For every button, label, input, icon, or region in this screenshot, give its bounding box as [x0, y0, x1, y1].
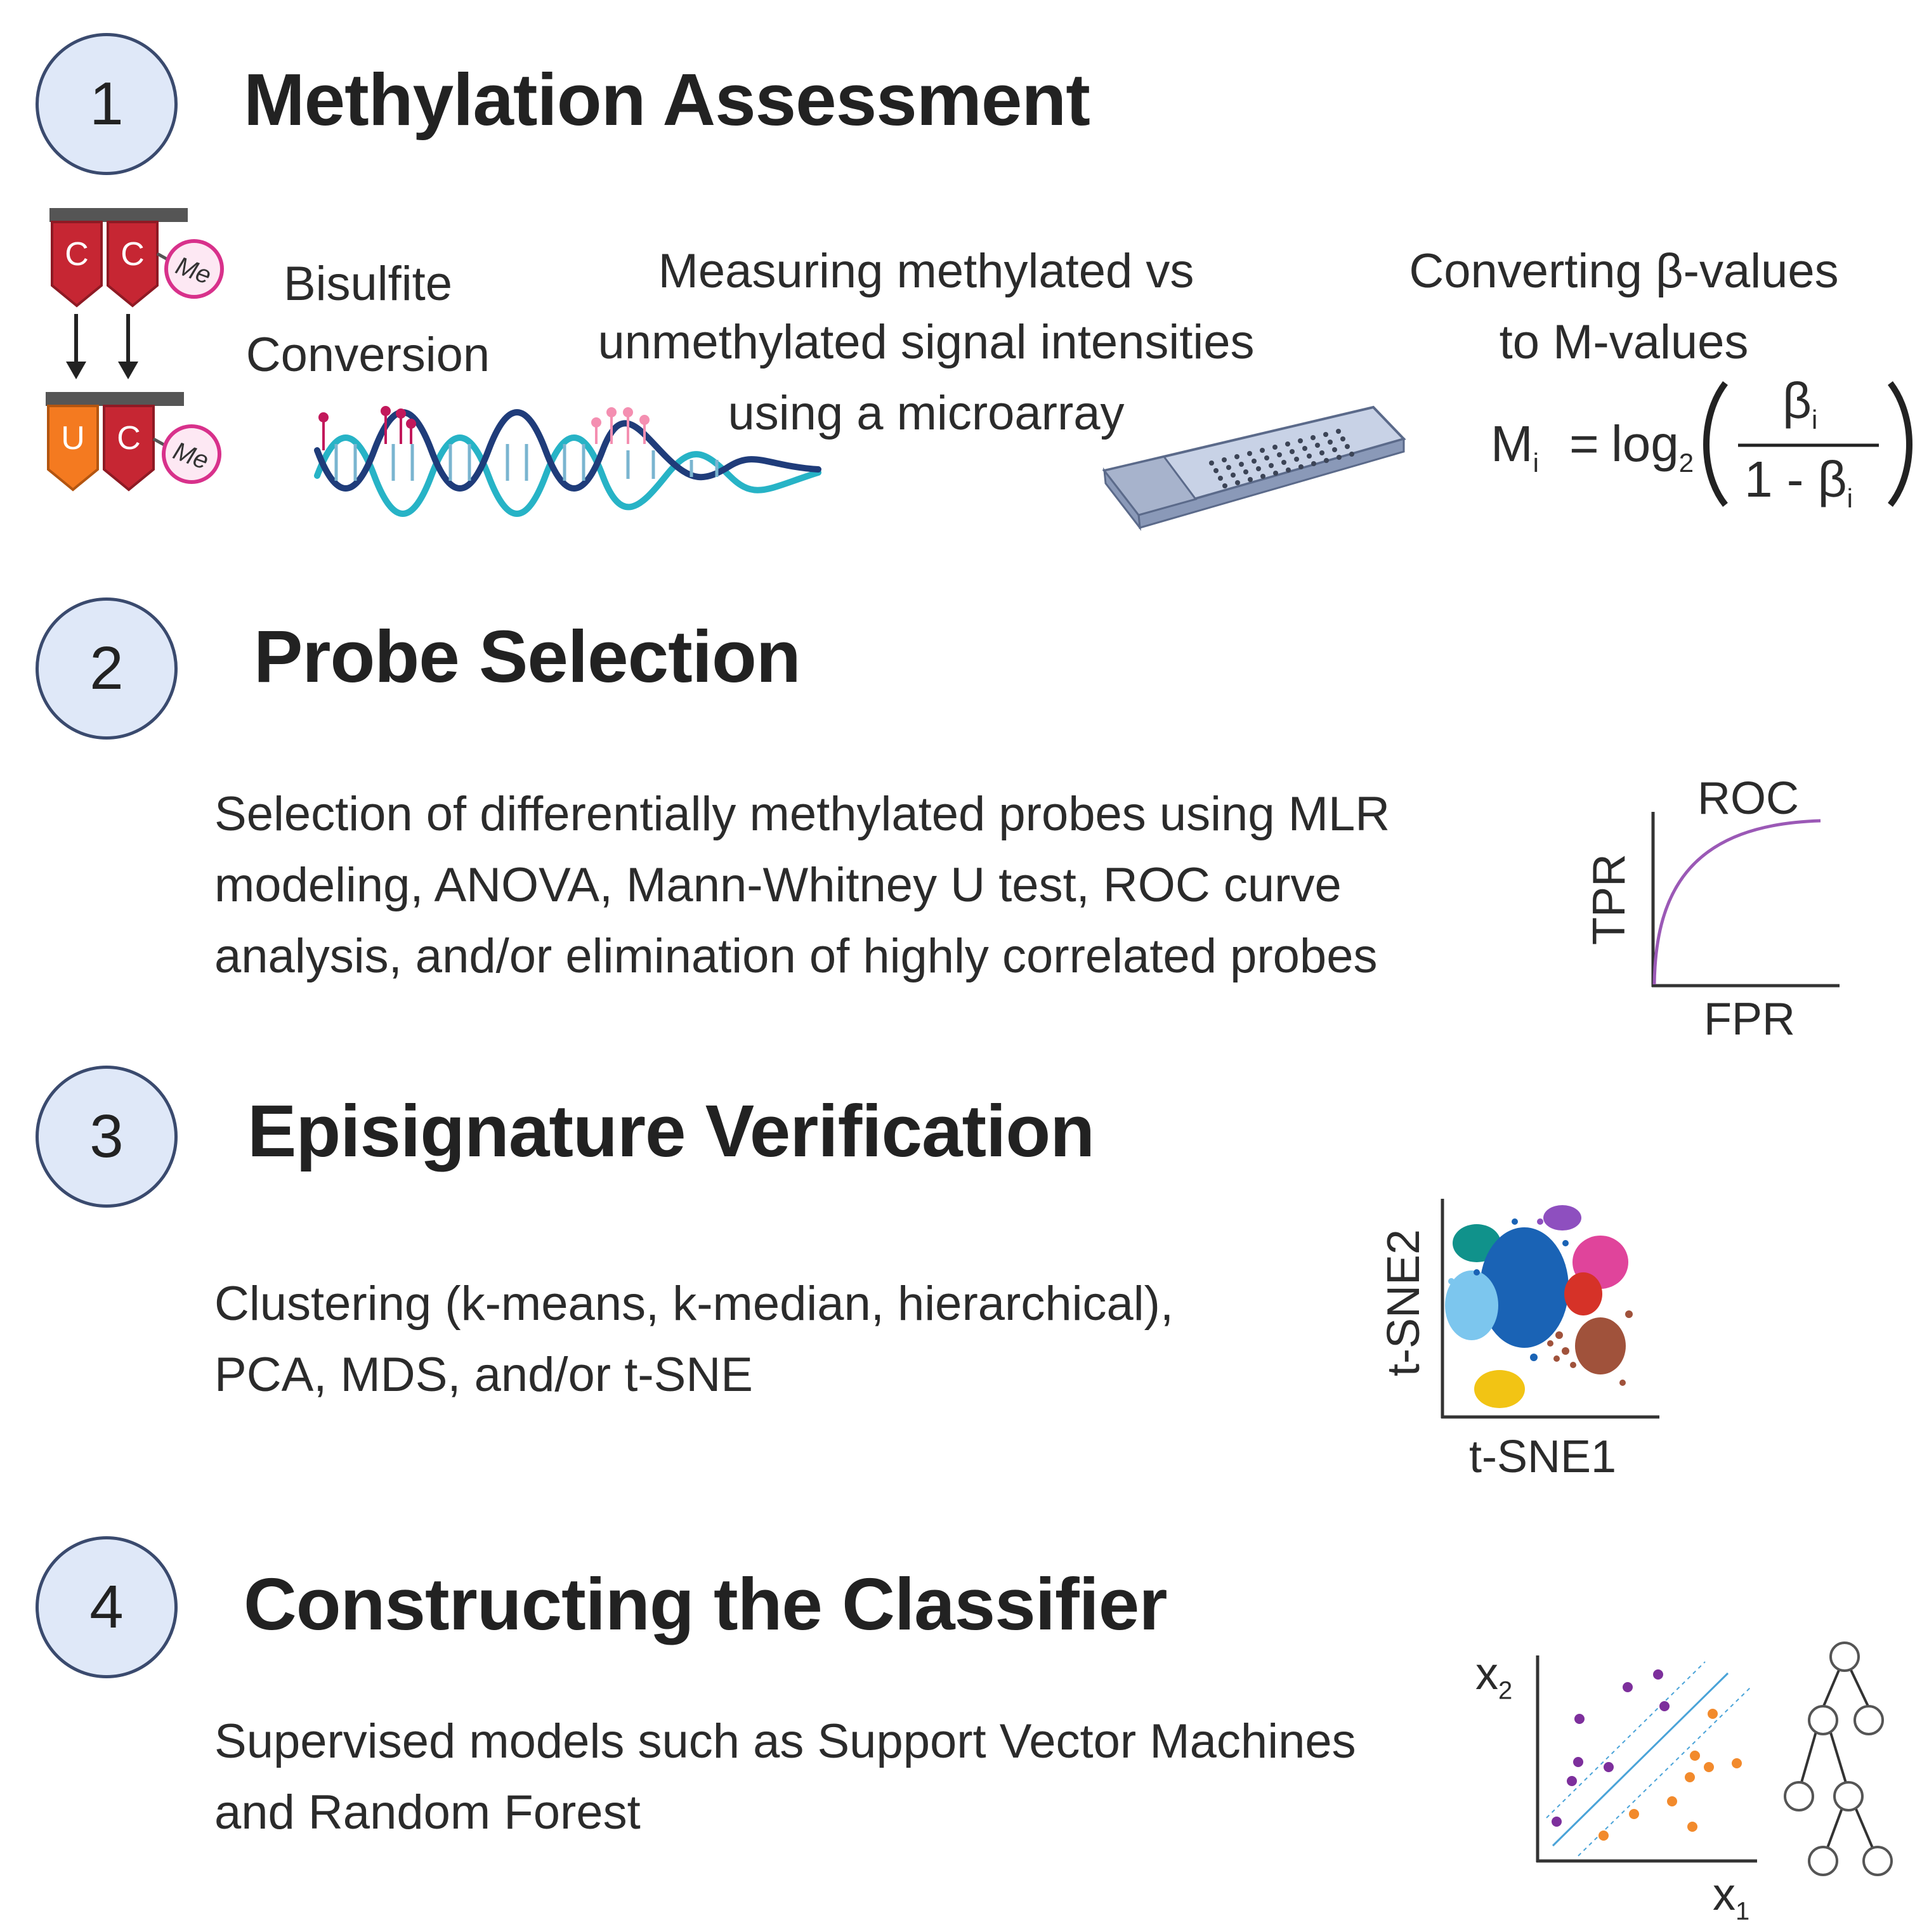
dna-helix-icon: [314, 406, 821, 517]
decision-tree-icon: [1784, 1642, 1893, 1876]
step-3-title: Episignature Verification: [247, 1090, 1095, 1172]
tsne-y-label: t-SNE2: [1378, 1229, 1429, 1376]
microarray-measurement-label: Measuring methylated vs unmethylated sig…: [598, 244, 1255, 440]
step-1-title: Methylation Assessment: [244, 58, 1090, 141]
microarray-slide-icon: [1102, 405, 1406, 532]
bisulfite-conversion-label: Bisulfite Conversion: [245, 257, 490, 382]
roc-y-label: TPR: [1584, 854, 1635, 945]
step-1-number: 1: [36, 33, 178, 175]
tsne-x-label: t-SNE1: [1469, 1432, 1617, 1482]
probe-selection-description: Selection of differentially methylated p…: [214, 787, 1390, 983]
step-2-title: Probe Selection: [254, 615, 801, 698]
beta-to-m-values-label: Converting β-values to M-values: [1409, 244, 1839, 369]
step-3-number: 3: [36, 1066, 178, 1208]
svm-y-axis-label: x2: [1475, 1648, 1513, 1705]
m-value-formula: Mi = log2 βi 1 - βi: [1491, 365, 1922, 513]
tsne-cluster-plot: [1441, 1199, 1659, 1419]
episignature-description: Clustering (k-means, k-median, hierarchi…: [214, 1277, 1174, 1402]
step-2-number: 2: [36, 597, 178, 740]
base-top-2: C: [121, 236, 145, 273]
roc-x-label: FPR: [1704, 994, 1795, 1045]
roc-curve-plot: [1651, 812, 1840, 988]
roc-title: ROC: [1697, 773, 1799, 824]
base-top-1: C: [65, 236, 89, 273]
step-4-number: 4: [36, 1536, 178, 1678]
classifier-description: Supervised models such as Support Vector…: [214, 1714, 1356, 1839]
base-bottom-1: U: [61, 420, 85, 457]
bisulfite-nucleotide-icon: C C Me U C Me: [46, 208, 224, 492]
svm-x-axis-label: x1: [1713, 1869, 1750, 1926]
base-bottom-2: C: [117, 420, 141, 457]
svm-scatter-plot: [1536, 1655, 1757, 1863]
step-4-title: Constructing the Classifier: [244, 1563, 1167, 1645]
